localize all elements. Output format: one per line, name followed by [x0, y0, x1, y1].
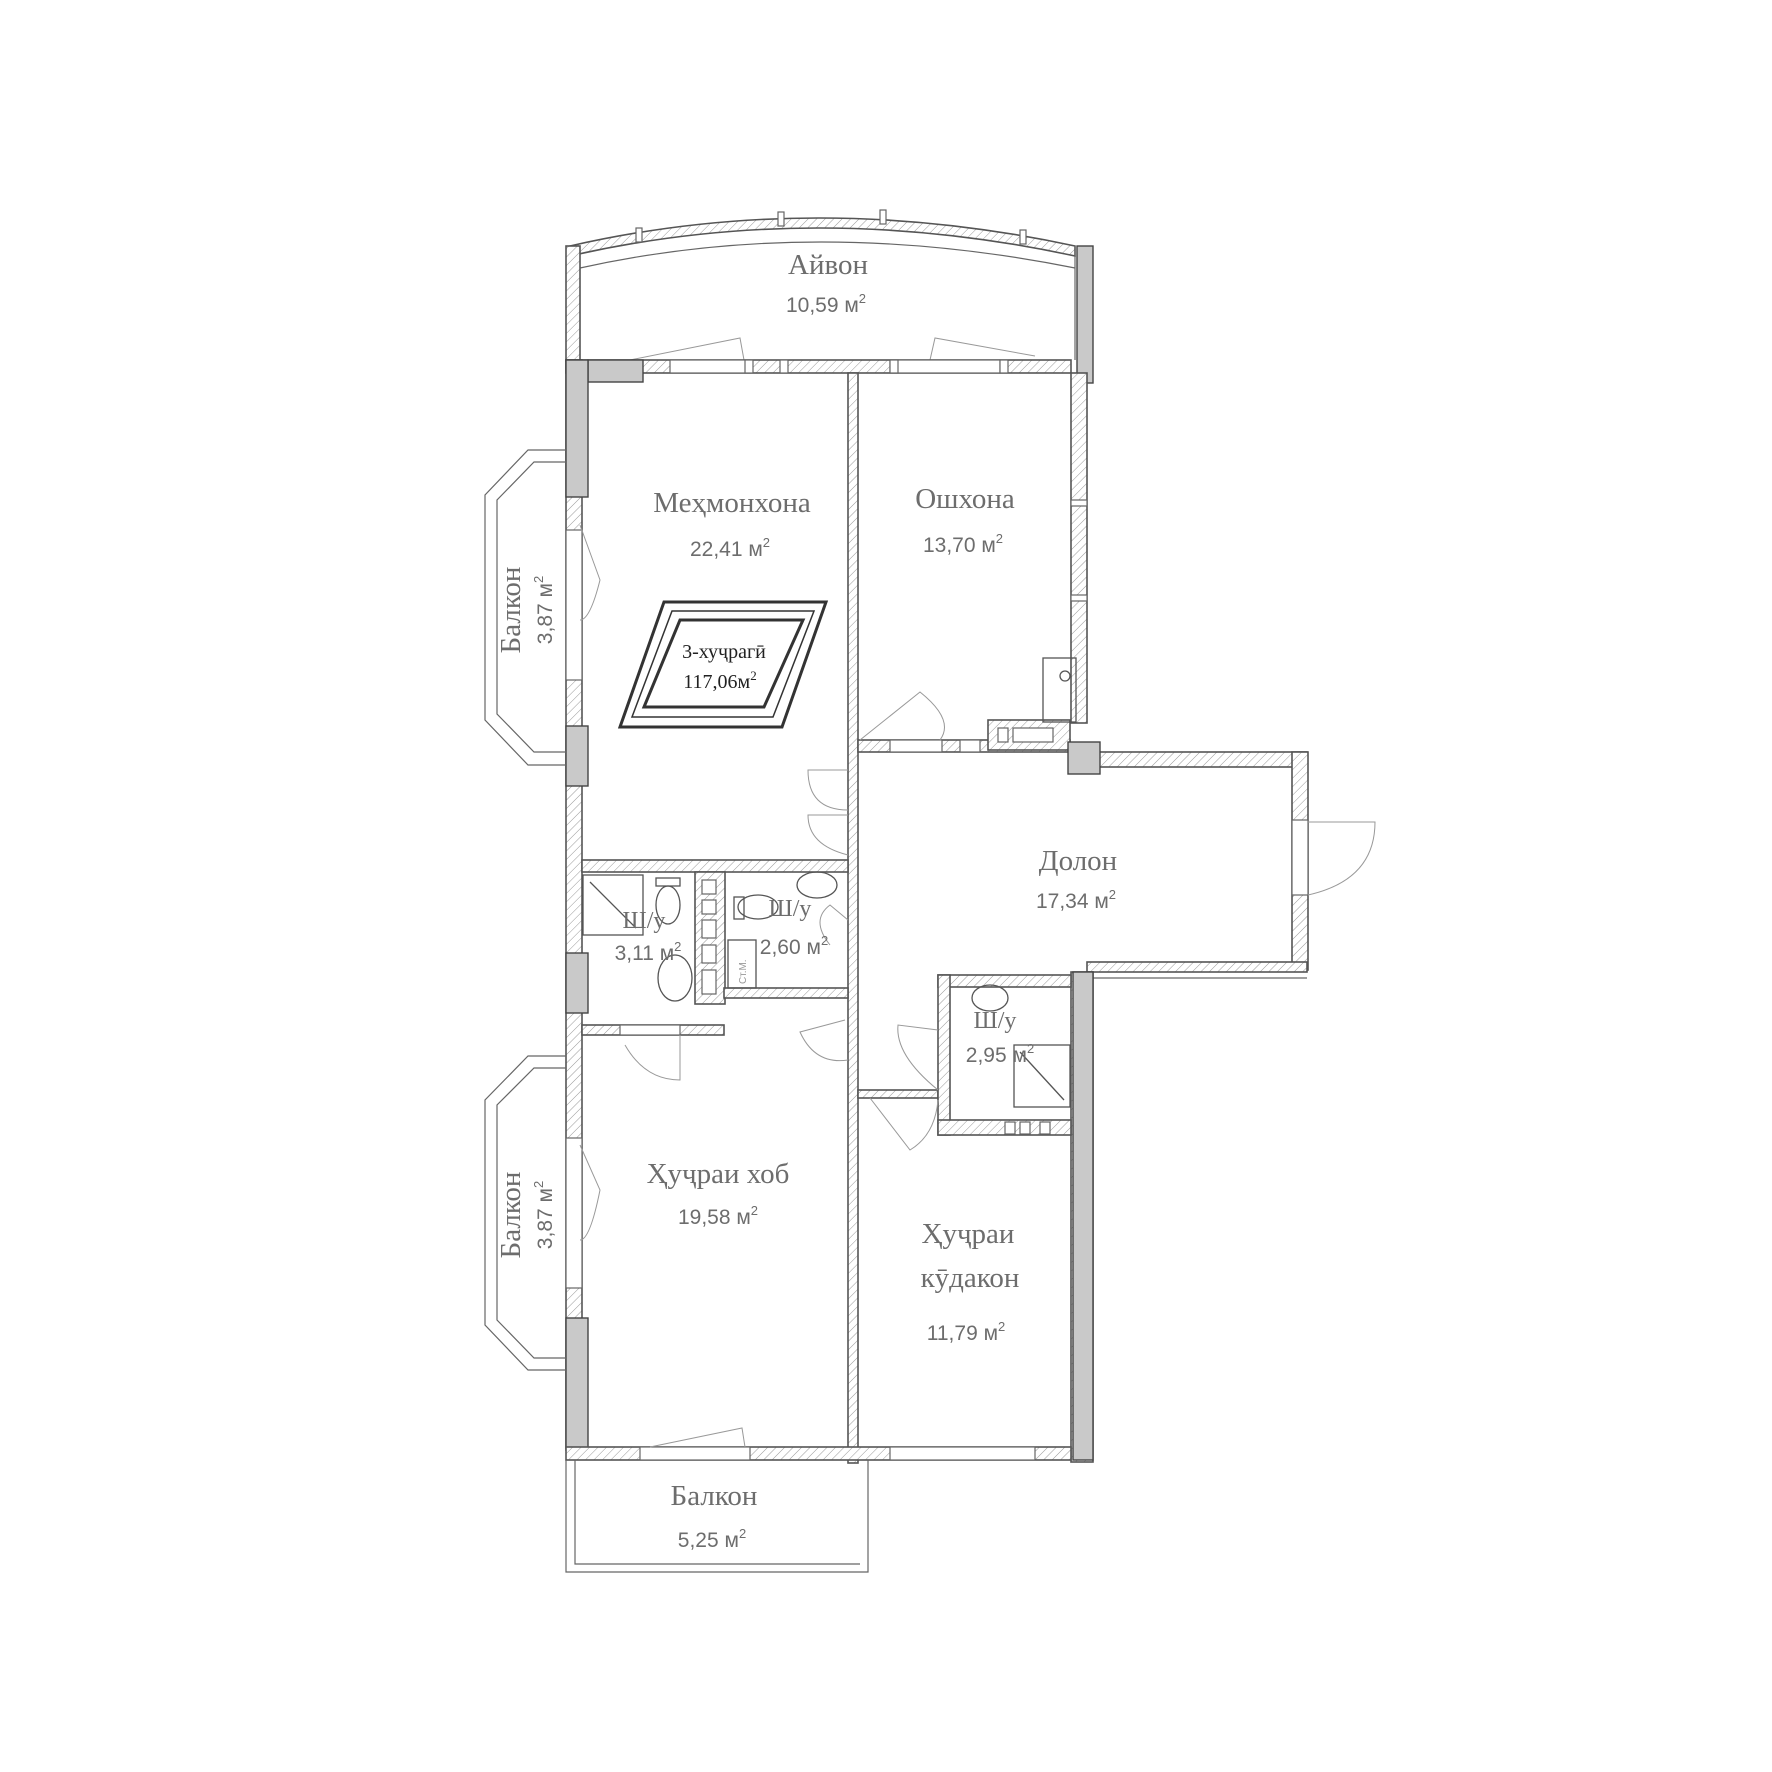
aivon-area — [565, 209, 1094, 384]
oshkhona-area: 13,70 м2 — [923, 531, 1003, 557]
kudakon-area: 11,79 м2 — [927, 1319, 1006, 1345]
shu-1-name: Ш/у — [623, 908, 666, 934]
shu-2-area: 2,60 м2 — [760, 933, 828, 959]
balkon-mid-left — [484, 1055, 566, 1371]
balkon-top-name: Балкон — [495, 567, 527, 654]
shu-3-name: Ш/у — [974, 1008, 1017, 1034]
oshkhona-name: Ошхона — [915, 483, 1015, 515]
sink-icon — [796, 871, 838, 899]
toilet-icon — [737, 894, 779, 920]
riser-box — [727, 939, 757, 989]
sink-icon — [657, 954, 693, 1002]
fixtures: Ст.М. — [582, 657, 1077, 1108]
kitchen-sink-icon — [1042, 657, 1077, 723]
apartment-badge: 3-хуҷрагӣ 117,06м2 — [617, 600, 829, 729]
door-swings — [579, 524, 945, 1448]
kudakon-name-line2: кӯдакон — [921, 1262, 1020, 1294]
badge-total: 117,06м2 — [683, 668, 756, 693]
khob-area: 19,58 м2 — [678, 1203, 758, 1229]
dolon-name: Долон — [1039, 845, 1117, 877]
balkon-top-area: 3,87 м2 — [531, 576, 557, 644]
walls — [565, 359, 1376, 1464]
aivon-name: Айвон — [788, 249, 868, 281]
shu-3-area: 2,95 м2 — [966, 1041, 1034, 1067]
room-labels: Айвон 10,59 м2 Меҳмонхона 22,41 м2 Ошхон… — [495, 249, 1117, 1552]
balkon-bottom — [565, 1460, 869, 1573]
mehmonkhona-name: Меҳмонхона — [653, 487, 811, 519]
balkon-mid-name: Балкон — [495, 1172, 527, 1259]
sink-icon — [971, 984, 1009, 1012]
khob-name: Ҳуҷраи хоб — [647, 1158, 790, 1190]
balkon-mid-area: 3,87 м2 — [531, 1181, 557, 1249]
shu-1-area: 3,11 м2 — [615, 939, 682, 965]
aivon-area: 10,59 м2 — [786, 291, 866, 317]
shower-icon — [582, 874, 644, 936]
mehmonkhona-area: 22,41 м2 — [690, 535, 770, 561]
dolon-area: 17,34 м2 — [1036, 887, 1116, 913]
kudakon-name-line1: Ҳуҷраи — [922, 1218, 1015, 1250]
balkon-bottom-area: 5,25 м2 — [678, 1526, 746, 1552]
shower-icon — [1013, 1044, 1071, 1108]
riser-label: Ст.М. — [738, 959, 749, 984]
balkon-bottom-name: Балкон — [671, 1480, 758, 1512]
shu-2-name: Ш/у — [769, 896, 812, 922]
aivon-left-wall — [565, 245, 581, 362]
balkon-top-left — [484, 449, 566, 766]
badge-title: 3-хуҷрагӣ — [682, 641, 766, 663]
